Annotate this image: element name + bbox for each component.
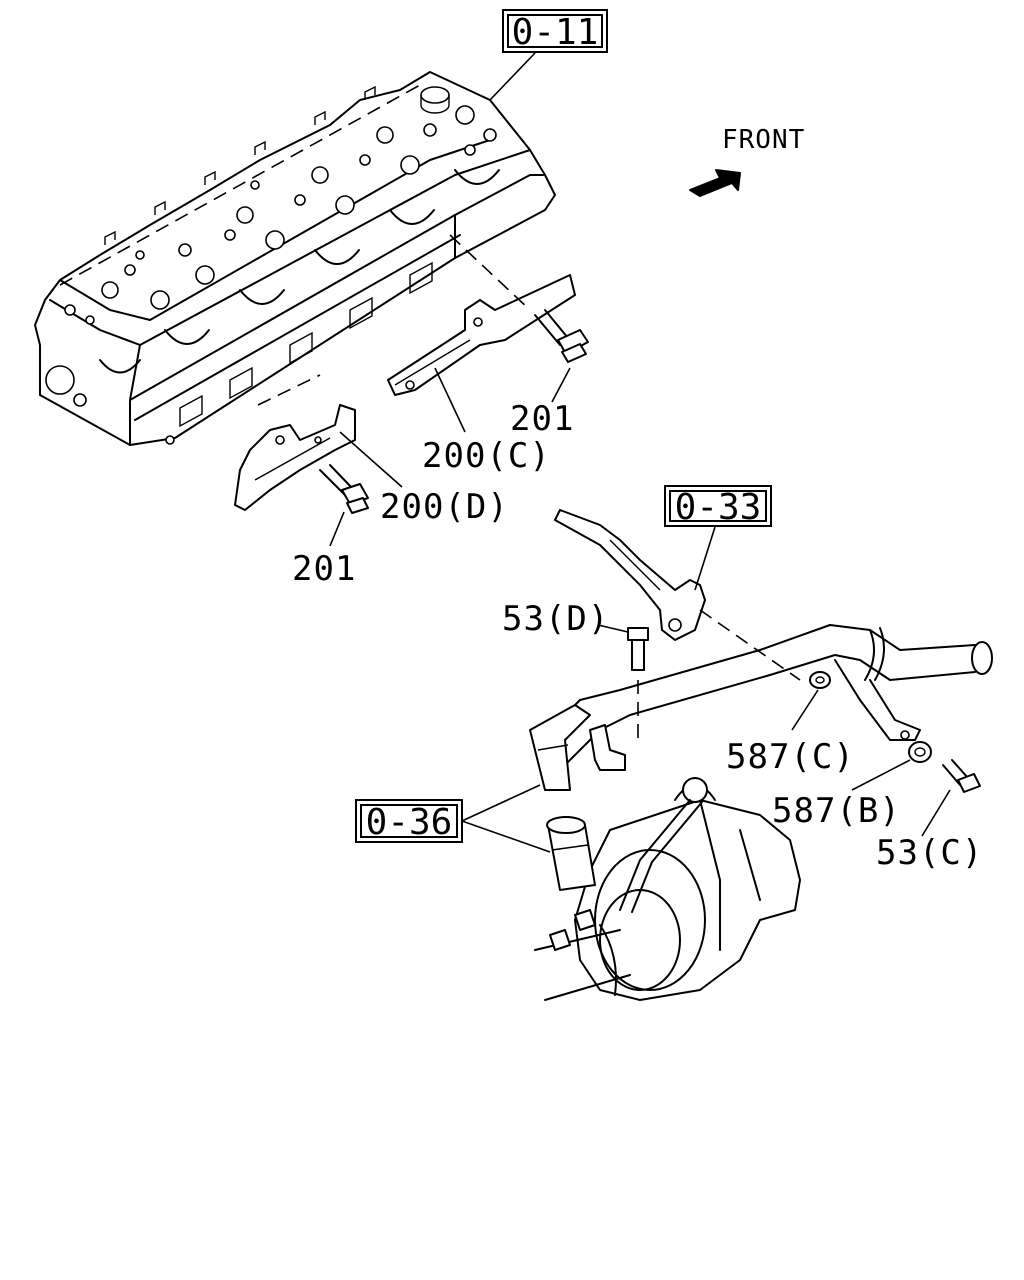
bolt-53d	[627, 627, 649, 740]
front-arrow: FRONT	[689, 125, 805, 197]
callout-53d: 53(D)	[502, 599, 629, 639]
bolt-53c	[942, 759, 981, 793]
ref-box-bracket: 0-33	[664, 485, 772, 591]
ref-label-cyl-head: 0-11	[512, 12, 599, 53]
bracket	[554, 509, 801, 681]
callout-201-lower: 201	[292, 511, 356, 589]
front-label: FRONT	[722, 125, 805, 155]
callout-201-upper: 201	[510, 367, 574, 439]
turbocharger	[534, 777, 801, 1001]
callout-587c: 587(C)	[726, 689, 855, 777]
label-washer-587c: 587(C)	[726, 737, 855, 777]
callout-200d: 200(D)	[339, 431, 509, 527]
water-pipe	[529, 624, 993, 791]
label-bolt-53c: 53(C)	[876, 833, 983, 873]
callout-200c: 200(C)	[422, 367, 551, 476]
bolt-201-lower	[319, 464, 369, 514]
ref-box-hose: 0-36	[355, 784, 551, 853]
washer-587b	[908, 741, 932, 763]
label-washer-587b: 587(B)	[772, 791, 901, 831]
label-cover-200d: 200(D)	[380, 487, 509, 527]
ref-label-bracket: 0-33	[675, 487, 762, 528]
label-bolt-201-upper: 201	[510, 399, 574, 439]
callout-53c: 53(C)	[876, 789, 983, 873]
label-bolt-201-lower: 201	[292, 549, 356, 589]
washer-587c	[809, 671, 831, 689]
heat-cover-200c	[387, 234, 576, 396]
heat-cover-200d	[234, 374, 356, 511]
label-cover-200c: 200(C)	[422, 436, 551, 476]
ref-label-hose: 0-36	[366, 802, 453, 843]
bolt-201-upper	[534, 309, 589, 363]
callout-587b: 587(B)	[772, 759, 911, 831]
label-bolt-53d: 53(D)	[502, 599, 609, 639]
cylinder-head	[34, 71, 556, 446]
ref-box-cyl-head: 0-11	[489, 9, 608, 101]
